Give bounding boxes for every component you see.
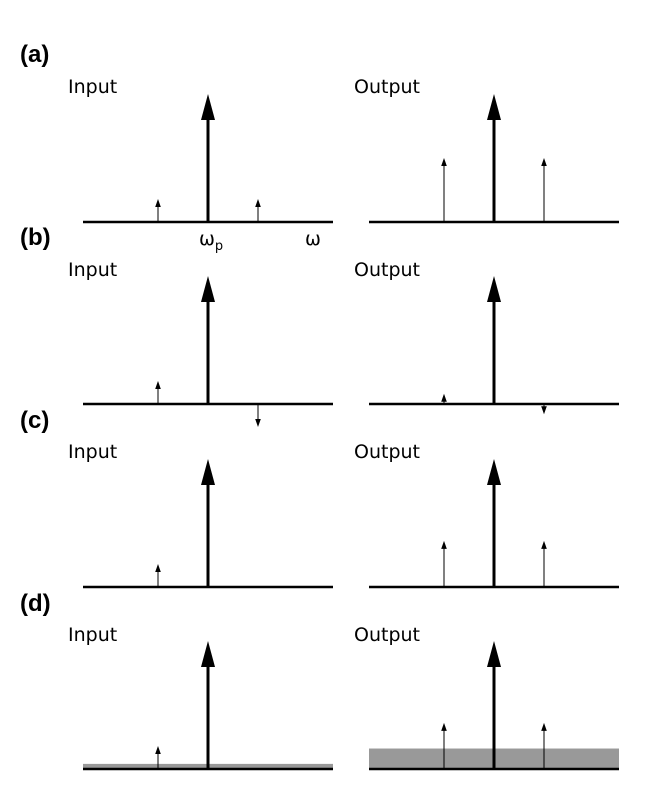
panel-b-input-lower-sideband-arrow-head: [155, 380, 161, 389]
panel-d-input-lower-sideband-arrow-head: [155, 745, 161, 754]
panel-d-output-title: Output: [354, 624, 420, 646]
panel-d-input-title: Input: [68, 624, 118, 646]
panel-a-output-pump-arrow-head: [487, 94, 501, 120]
panel-c-label: (c): [20, 407, 50, 434]
panel-d-label: (d): [20, 590, 51, 617]
panel-c-input-lower-sideband-arrow-head: [155, 563, 161, 572]
panel-a-input-title: Input: [68, 76, 118, 98]
panel-d-output-pump-arrow-head: [487, 641, 501, 667]
panel-a-input-lower-sideband-arrow-head: [155, 198, 161, 207]
panel-c-output-title: Output: [354, 441, 420, 463]
panel-a-input-pump-arrow-head: [201, 94, 215, 120]
panel-b-input-pump-arrow-head: [201, 276, 215, 302]
panel-d-output-lower-sideband-arrow-head: [441, 722, 447, 731]
panel-d-output-upper-sideband-arrow-head: [541, 722, 547, 731]
panel-b-output-title: Output: [354, 259, 420, 281]
panel-c-output-upper-sideband-arrow-head: [541, 540, 547, 549]
panel-a-output-upper-sideband-arrow-head: [541, 158, 547, 166]
panel-c-input-title: Input: [68, 441, 118, 463]
panel-a-input-upper-sideband-arrow-head: [255, 198, 261, 207]
panel-a-label: (a): [20, 41, 50, 68]
panel-a-output-lower-sideband-arrow-head: [441, 158, 447, 166]
panel-d-input-pump-arrow-head: [201, 641, 215, 667]
pump-frequency-label: ωp: [199, 228, 224, 254]
panel-b-input-title: Input: [68, 259, 118, 281]
panel-b-output-lower-sideband-arrow-head: [441, 393, 447, 402]
panel-c-output-pump-arrow-head: [487, 459, 501, 485]
panel-b-label: (b): [20, 224, 51, 251]
panel-a-output-title: Output: [354, 76, 420, 98]
panel-c-output-lower-sideband-arrow-head: [441, 540, 447, 549]
panel-b-output-pump-arrow-head: [487, 276, 501, 302]
frequency-axis-label: ω: [305, 228, 321, 250]
panel-c-input-pump-arrow-head: [201, 459, 215, 485]
panel-b-input-upper-sideband-arrow-head: [255, 419, 261, 428]
panel-b-output-upper-sideband-arrow-head: [541, 406, 547, 415]
